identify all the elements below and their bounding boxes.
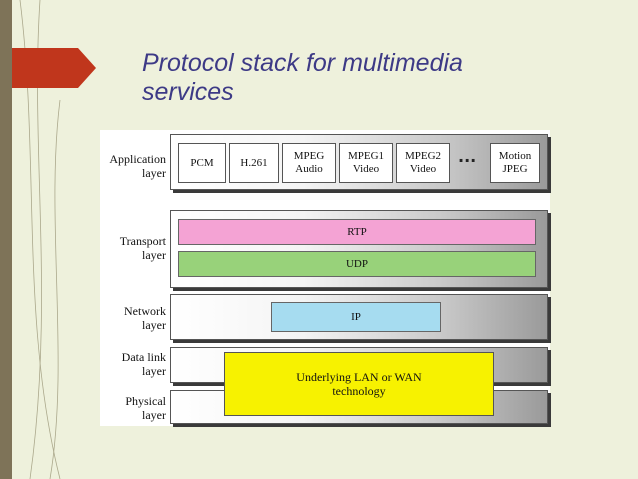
protocol-box-pcm: PCM [178, 143, 226, 183]
rtp-bar: RTP [178, 219, 536, 245]
udp-bar: UDP [178, 251, 536, 277]
layer-label-application: Application layer [109, 152, 166, 180]
layer-label-network: Network layer [124, 304, 166, 332]
protocol-box-mpeg1-video: MPEG1 Video [339, 143, 393, 183]
protocol-stack-diagram: Application layer Transport layer Networ… [100, 130, 550, 426]
layer-label-transport: Transport layer [119, 234, 166, 262]
layer-label-data-link: Data link layer [121, 350, 166, 378]
arrow-pointer-icon [12, 48, 96, 88]
layer-label-physical: Physical layer [125, 394, 166, 422]
protocol-box-h261: H.261 [229, 143, 279, 183]
underlying-lan-wan-box: Underlying LAN or WAN technology [224, 352, 494, 416]
left-accent-bar [0, 0, 12, 479]
application-layer-band: PCM H.261 MPEG Audio MPEG1 Video MPEG2 V… [170, 134, 548, 190]
protocol-box-mpeg2-video: MPEG2 Video [396, 143, 450, 183]
protocol-box-motion-jpeg: Motion JPEG [490, 143, 540, 183]
protocol-box-mpeg-audio: MPEG Audio [282, 143, 336, 183]
slide-title: Protocol stack for multimedia services [142, 49, 463, 106]
network-layer-band: IP [170, 294, 548, 340]
transport-layer-band: RTP UDP [170, 210, 548, 288]
more-protocols-ellipsis: ... [458, 147, 477, 166]
ip-box: IP [271, 302, 441, 332]
